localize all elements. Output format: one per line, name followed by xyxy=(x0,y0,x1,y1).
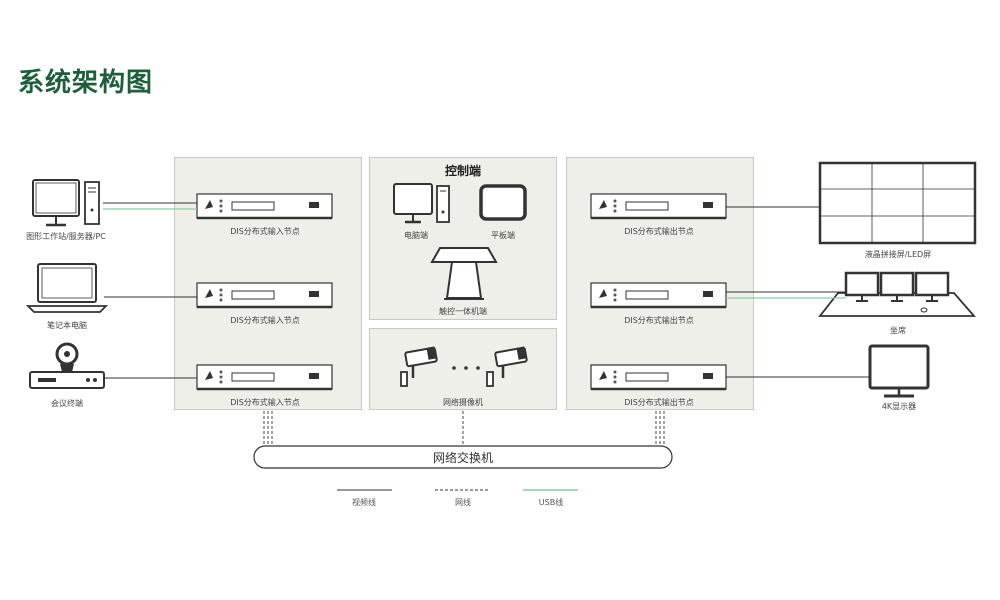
seats-desk-icon xyxy=(818,271,976,317)
control-pc-icon xyxy=(393,183,450,224)
video-wall-label: 液晶拼接屏/LED屏 xyxy=(864,250,932,259)
output-node-3-label: DIS分布式输出节点 xyxy=(624,398,694,407)
network-lines-output xyxy=(655,411,665,446)
input-node-2-device xyxy=(195,281,334,309)
page-title: 系统架构图 xyxy=(18,68,154,98)
input-node-3-device xyxy=(195,363,334,391)
4k-monitor-icon xyxy=(868,344,930,398)
network-switch-label: 网络交换机 xyxy=(432,451,494,465)
control-kiosk-label: 触控一体机端 xyxy=(439,307,487,316)
source-laptop-label: 笔记本电脑 xyxy=(47,321,87,330)
camera-label: 网络摄像机 xyxy=(443,398,483,407)
legend-network-label: 网线 xyxy=(455,498,471,507)
control-pc-label: 电脑端 xyxy=(404,231,428,240)
source-workstation-label: 图形工作站/服务器/PC xyxy=(26,232,106,241)
conference-terminal-icon xyxy=(29,342,105,389)
tablet-icon xyxy=(479,184,527,221)
output-node-1-label: DIS分布式输出节点 xyxy=(624,227,694,236)
network-camera-icon-2 xyxy=(486,346,528,387)
ellipsis-dots xyxy=(452,366,480,370)
input-node-1-device xyxy=(195,192,334,220)
laptop-icon xyxy=(25,263,109,313)
workstation-pc-icon xyxy=(32,179,100,227)
control-title: 控制端 xyxy=(444,164,482,178)
legend-usb-label: USB线 xyxy=(538,498,564,507)
legend-video-label: 视频线 xyxy=(352,498,376,507)
seats-label: 坐席 xyxy=(890,326,906,335)
output-node-2-device xyxy=(589,281,728,309)
video-wall-icon xyxy=(818,161,977,245)
input-node-2-label: DIS分布式输入节点 xyxy=(230,316,300,325)
output-node-1-device xyxy=(589,192,728,220)
touch-kiosk-icon xyxy=(430,247,498,300)
input-node-1-label: DIS分布式输入节点 xyxy=(230,227,300,236)
output-node-3-device xyxy=(589,363,728,391)
camera-panel xyxy=(369,328,557,410)
network-switch-bar xyxy=(253,445,673,469)
input-node-3-label: DIS分布式输入节点 xyxy=(230,398,300,407)
source-terminal-label: 会议终端 xyxy=(51,399,83,408)
network-lines-input xyxy=(263,411,273,446)
4k-monitor-label: 4K显示器 xyxy=(881,402,917,411)
output-node-2-label: DIS分布式输出节点 xyxy=(624,316,694,325)
control-tablet-label: 平板端 xyxy=(491,231,515,240)
network-camera-icon-1 xyxy=(400,346,438,387)
